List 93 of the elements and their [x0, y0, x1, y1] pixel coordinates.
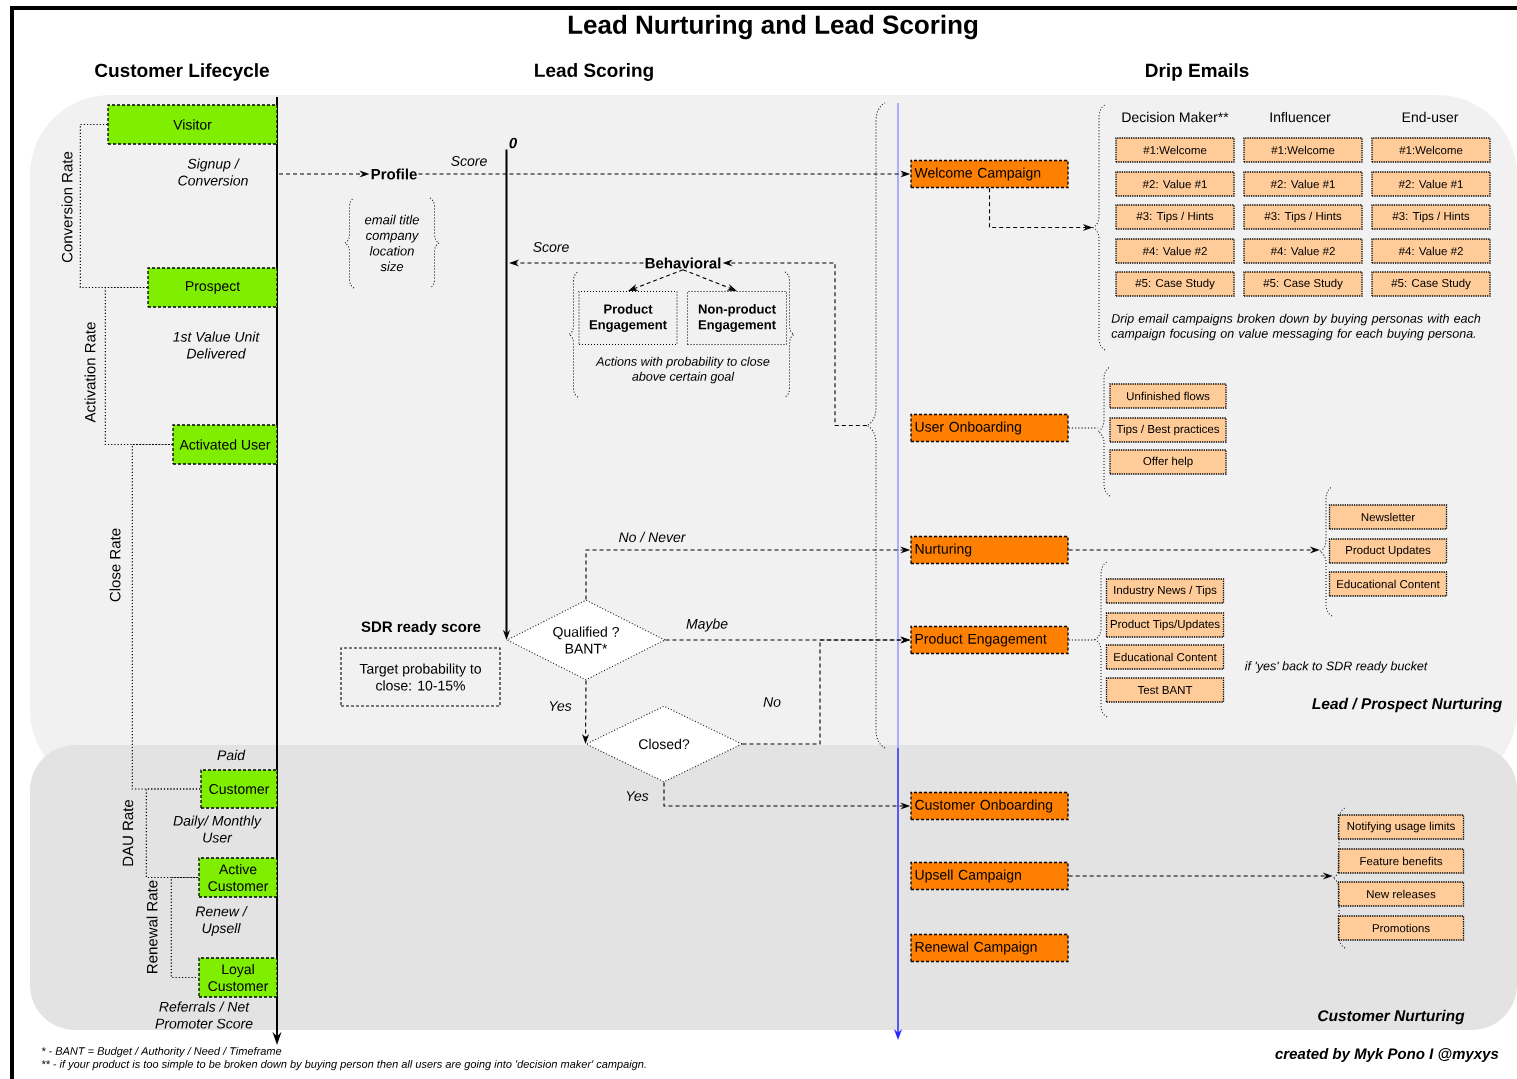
- brace: [1319, 486, 1333, 617]
- email-box: #3: Tips / Hints: [1115, 204, 1235, 230]
- text-label: Influencer: [1270, 111, 1331, 123]
- brace: [1094, 561, 1108, 718]
- text-label: Daily/ Monthly User: [173, 815, 262, 843]
- campaign-box: Renewal Campaign: [910, 933, 1069, 963]
- edge-label: Yes: [547, 700, 573, 712]
- stage-box: Prospect: [147, 267, 278, 308]
- text-label: * - BANT = Budget / Authority / Need / Timeframe: [41, 1046, 282, 1058]
- email-box: Educational Content: [1105, 644, 1225, 670]
- edge-label: Renewal Rate: [145, 878, 159, 976]
- email-box: #1:Welcome: [1371, 137, 1491, 163]
- email-box: #2: Value #1: [1243, 171, 1363, 197]
- email-box: Offer help: [1109, 449, 1227, 475]
- email-box: Industry News / Tips: [1105, 578, 1225, 604]
- email-box: #3: Tips / Hints: [1371, 204, 1491, 230]
- email-box: Tips / Best practices: [1109, 417, 1227, 443]
- campaign-box: Nurturing: [910, 535, 1069, 565]
- text-label: Actions with probability to close above certain goal: [595, 356, 770, 384]
- text-label: Referrals / Net Promoter Score: [155, 1001, 253, 1029]
- campaign-box: Welcome Campaign: [910, 159, 1069, 189]
- text-label: Lead Scoring: [535, 63, 653, 81]
- email-box: #3: Tips / Hints: [1243, 204, 1363, 230]
- engagement-box: Product Engagement: [578, 291, 678, 345]
- text-label: Drip Emails: [1146, 63, 1249, 81]
- brace: [1092, 104, 1106, 351]
- email-box: Test BANT: [1105, 677, 1225, 703]
- edge-label: Score: [449, 155, 489, 167]
- edge-label: No: [762, 696, 782, 708]
- text-label: if 'yes' back to SDR ready bucket: [1244, 661, 1428, 673]
- stage-box: Activated User: [172, 424, 278, 465]
- connector-line: [131, 443, 201, 790]
- connector-line: [145, 788, 201, 879]
- text-label: 1st Value Unit Delivered: [173, 331, 260, 359]
- text-label: Signup / Conversion: [178, 158, 248, 186]
- email-box: #2: Value #1: [1115, 171, 1235, 197]
- campaign-box: Product Engagement: [910, 625, 1069, 655]
- text-label: Customer Nurturing: [1318, 1009, 1465, 1025]
- email-box: #4: Value #2: [1243, 238, 1363, 264]
- heading-label: Behavioral: [645, 257, 721, 269]
- text-label: Lead / Prospect Nurturing: [1312, 697, 1502, 713]
- text-label: Paid: [217, 749, 246, 761]
- edge-label: Close Rate: [108, 526, 122, 604]
- email-box: #1:Welcome: [1243, 137, 1363, 163]
- edge-label: Maybe: [685, 617, 729, 633]
- text-label: Renew / Upsell: [195, 906, 248, 936]
- campaign-box: Customer Onboarding: [910, 791, 1069, 821]
- brace: [866, 102, 886, 749]
- email-box: #5: Case Study: [1243, 271, 1363, 297]
- email-box: New releases: [1337, 881, 1465, 907]
- email-box: Newsletter: [1328, 504, 1448, 530]
- stage-box: Active Customer: [198, 857, 278, 898]
- connector-line: [1068, 639, 1096, 641]
- email-box: Product Updates: [1328, 538, 1448, 564]
- connector-line: [1068, 427, 1099, 429]
- stage-box: Loyal Customer: [198, 957, 278, 998]
- attribute-list: email title company location size: [365, 214, 420, 272]
- text-label: Decision Maker**: [1122, 111, 1229, 123]
- text-label: End-user: [1402, 111, 1459, 123]
- email-box: Notifying usage limits: [1337, 814, 1465, 840]
- email-box: #5: Case Study: [1371, 271, 1491, 297]
- edge-label: Score: [531, 241, 571, 253]
- edge-label: Conversion Rate: [60, 150, 74, 264]
- score-box: Target probability to close: 10-15%: [340, 647, 501, 707]
- heading-label: Profile: [371, 168, 417, 180]
- email-box: Product Tips/Updates: [1105, 612, 1225, 638]
- email-box: #5: Case Study: [1115, 271, 1235, 297]
- engagement-box: Non-product Engagement: [687, 291, 787, 345]
- email-box: Feature benefits: [1337, 848, 1465, 874]
- axis-start-label: 0: [509, 137, 517, 149]
- brace: [1332, 807, 1346, 949]
- email-box: Educational Content: [1328, 571, 1448, 597]
- edge-label: Activation Rate: [83, 320, 97, 424]
- connector-line: [79, 123, 148, 289]
- heading-label: SDR ready score: [361, 621, 481, 635]
- email-box: Unfinished flows: [1109, 383, 1227, 409]
- email-box: #2: Value #1: [1371, 171, 1491, 197]
- text-label: ** - if your product is too simple to be broken down by buying person then all users are going into 'decision maker' campaign.: [41, 1059, 646, 1071]
- email-box: #4: Value #2: [1371, 238, 1491, 264]
- email-box: #1:Welcome: [1115, 137, 1235, 163]
- brace: [1097, 366, 1111, 497]
- text-label: created by Myk Pono I @myxys: [1275, 1048, 1499, 1062]
- campaign-box: User Onboarding: [910, 413, 1069, 443]
- title: Lead Nurturing and Lead Scoring: [568, 14, 978, 40]
- stage-box: Customer: [200, 769, 278, 809]
- email-box: Promotions: [1337, 915, 1465, 941]
- connector-line: [170, 876, 199, 979]
- text-label: Drip email campaigns broken down by buying personas with each campaign focusing on value messaging for each buying persona.: [1111, 313, 1481, 341]
- email-box: #4: Value #2: [1115, 238, 1235, 264]
- stage-box: Visitor: [107, 104, 278, 145]
- edge-label: Yes: [624, 790, 650, 802]
- campaign-box: Upsell Campaign: [910, 861, 1069, 891]
- text-label: Customer Lifecycle: [95, 63, 269, 81]
